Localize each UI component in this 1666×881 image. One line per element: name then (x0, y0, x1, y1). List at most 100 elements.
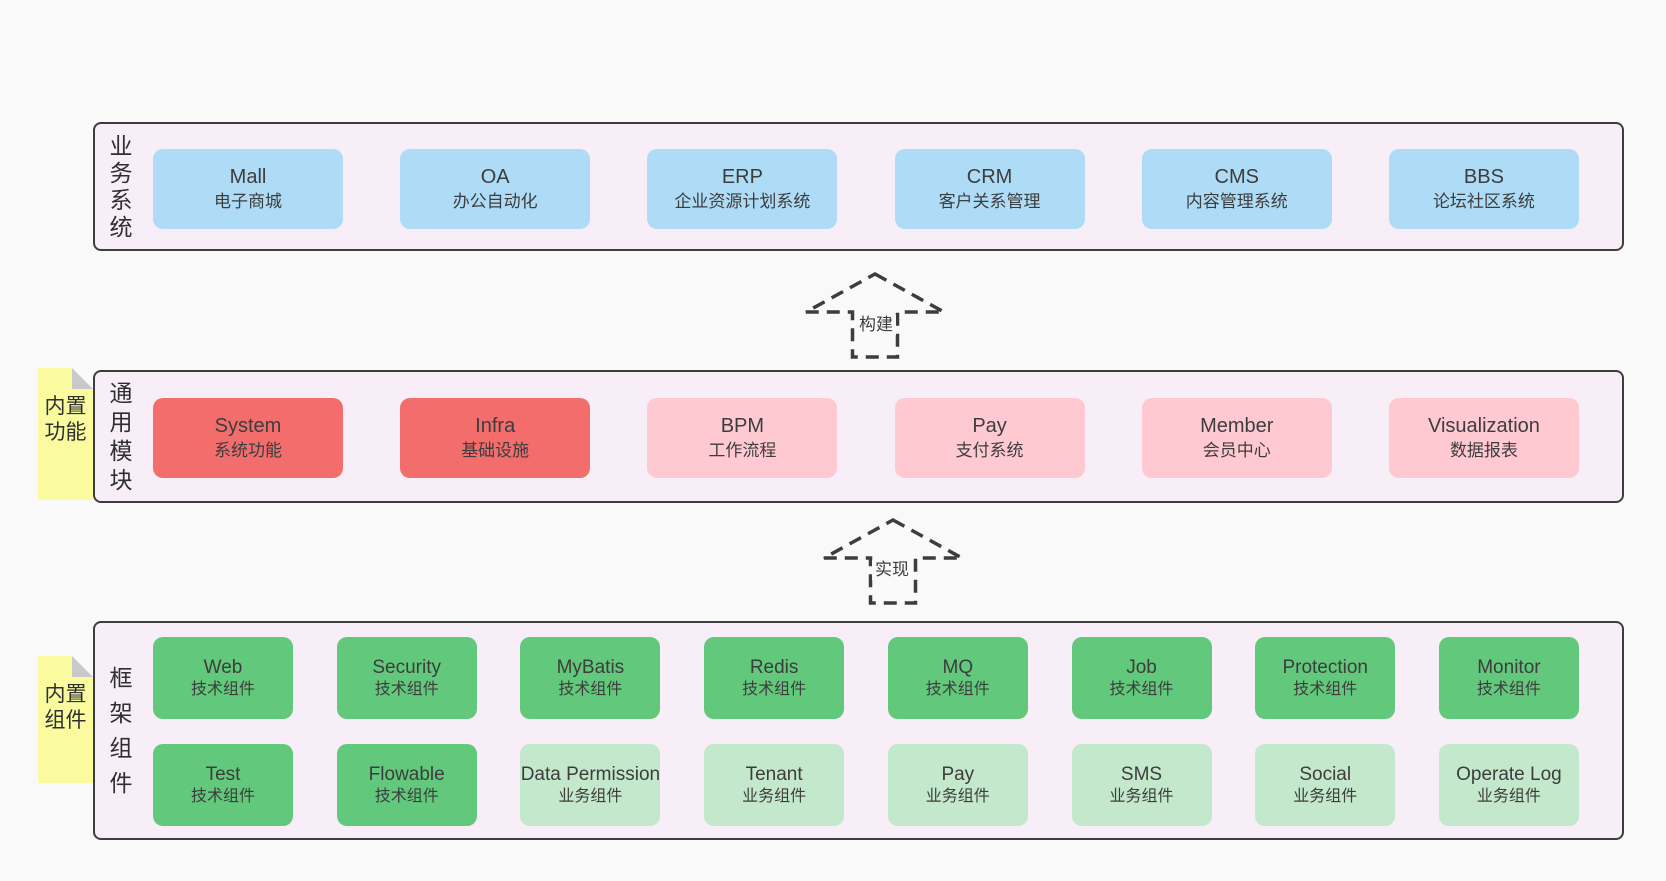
box-title: Pay (941, 763, 975, 785)
box-title: Infra (475, 415, 516, 438)
box-tenant: Tenant 业务组件 (704, 744, 845, 826)
box-operate-log: Operate Log 业务组件 (1438, 744, 1579, 826)
box-subtitle: 业务组件 (1293, 787, 1358, 805)
box-subtitle: 业务组件 (1476, 787, 1541, 805)
box-title: Web (203, 656, 243, 678)
box-mybatis: MyBatis 技术组件 (520, 637, 661, 719)
implement-arrow-label: 实现 (872, 560, 912, 580)
box-title: Visualization (1427, 415, 1540, 438)
box-pay-biz: Pay 业务组件 (887, 744, 1028, 826)
box-member: Member 会员中心 (1141, 398, 1332, 478)
box-social: Social 业务组件 (1255, 744, 1396, 826)
box-title: System (214, 415, 282, 438)
builtin-features-note: 内置功能 (38, 368, 93, 500)
builtin-components-note-text: 内置组件 (44, 683, 87, 732)
box-visualization: Visualization 数据报表 (1388, 398, 1579, 478)
box-redis: Redis 技术组件 (704, 637, 845, 719)
box-subtitle: 客户关系管理 (938, 192, 1041, 212)
box-subtitle: 技术组件 (1476, 680, 1541, 698)
box-title: Job (1126, 656, 1157, 678)
box-job: Job 技术组件 (1071, 637, 1212, 719)
box-subtitle: 技术组件 (374, 787, 439, 805)
box-sms: SMS 业务组件 (1071, 744, 1212, 826)
box-subtitle: 技术组件 (558, 680, 623, 698)
note-folded-corner (72, 368, 93, 389)
box-title: BBS (1463, 166, 1504, 189)
box-subtitle: 办公自动化 (452, 192, 538, 212)
box-data-permission: Data Permission 业务组件 (520, 744, 661, 826)
box-title: Security (372, 656, 442, 678)
box-title: Pay (972, 415, 1007, 438)
box-subtitle: 业务组件 (925, 787, 990, 805)
box-title: Redis (749, 656, 799, 678)
box-subtitle: 技术组件 (742, 680, 807, 698)
framework-biz-row: Test 技术组件 Flowable 技术组件 Data Permission … (153, 744, 1579, 826)
note-folded-corner (72, 656, 93, 677)
builtin-components-note: 内置组件 (38, 656, 93, 783)
builtin-features-note-text: 内置功能 (44, 395, 87, 444)
business-systems-layer: 业务系统 Mall 电子商城 OA 办公自动化 ERP 企业资源计划系统 CRM… (93, 122, 1624, 251)
box-title: Monitor (1477, 656, 1541, 678)
box-subtitle: 支付系统 (955, 441, 1024, 461)
box-subtitle: 内容管理系统 (1185, 192, 1288, 212)
business-layer-label: 业务系统 (109, 132, 133, 240)
box-subtitle: 业务组件 (1109, 787, 1174, 805)
box-bpm: BPM 工作流程 (647, 398, 838, 478)
box-system: System 系统功能 (153, 398, 343, 478)
box-title: Tenant (745, 763, 803, 785)
box-subtitle: 技术组件 (925, 680, 990, 698)
modules-layer-label: 通用模块 (109, 379, 133, 493)
modules-box-row: System 系统功能 Infra 基础设施 BPM 工作流程 Pay 支付系统… (153, 398, 1579, 478)
framework-components-layer: 框架组件 Web 技术组件 Security 技术组件 MyBatis 技术组件… (93, 621, 1624, 840)
box-cms: CMS 内容管理系统 (1141, 149, 1332, 229)
box-subtitle: 技术组件 (190, 787, 255, 805)
box-title: MQ (942, 656, 974, 678)
framework-tech-row: Web 技术组件 Security 技术组件 MyBatis 技术组件 Redi… (153, 637, 1579, 719)
box-mall: Mall 电子商城 (153, 149, 343, 229)
box-monitor: Monitor 技术组件 (1438, 637, 1579, 719)
box-subtitle: 系统功能 (214, 441, 282, 461)
box-title: Member (1200, 415, 1274, 438)
box-security: Security 技术组件 (336, 637, 477, 719)
box-infra: Infra 基础设施 (400, 398, 591, 478)
box-subtitle: 技术组件 (374, 680, 439, 698)
framework-layer-label: 框架组件 (109, 664, 133, 796)
box-title: CMS (1214, 166, 1259, 189)
box-title: ERP (721, 166, 763, 189)
box-title: MyBatis (556, 656, 625, 678)
box-title: BPM (720, 415, 765, 438)
box-subtitle: 技术组件 (190, 680, 255, 698)
box-subtitle: 基础设施 (461, 441, 530, 461)
box-title: Test (205, 763, 241, 785)
box-subtitle: 会员中心 (1202, 441, 1271, 461)
box-title: CRM (966, 166, 1013, 189)
box-subtitle: 企业资源计划系统 (674, 192, 811, 212)
box-title: SMS (1120, 763, 1163, 785)
box-title: Protection (1282, 656, 1368, 678)
box-title: Flowable (368, 763, 445, 785)
box-crm: CRM 客户关系管理 (894, 149, 1085, 229)
box-mq: MQ 技术组件 (887, 637, 1028, 719)
box-protection: Protection 技术组件 (1255, 637, 1396, 719)
box-title: Data Permission (520, 763, 661, 785)
box-subtitle: 技术组件 (1293, 680, 1358, 698)
box-title: Social (1299, 763, 1352, 785)
business-box-row: Mall 电子商城 OA 办公自动化 ERP 企业资源计划系统 CRM 客户关系… (153, 149, 1579, 229)
box-oa: OA 办公自动化 (400, 149, 591, 229)
box-erp: ERP 企业资源计划系统 (647, 149, 838, 229)
box-subtitle: 业务组件 (558, 787, 623, 805)
box-test: Test 技术组件 (153, 744, 293, 826)
build-arrow-label: 构建 (856, 315, 896, 335)
box-title: OA (480, 166, 510, 189)
box-subtitle: 数据报表 (1449, 441, 1518, 461)
box-web: Web 技术组件 (153, 637, 293, 719)
box-pay: Pay 支付系统 (894, 398, 1085, 478)
box-subtitle: 业务组件 (742, 787, 807, 805)
box-subtitle: 工作流程 (708, 441, 777, 461)
box-subtitle: 技术组件 (1109, 680, 1174, 698)
box-subtitle: 电子商城 (214, 192, 282, 212)
box-title: Mall (229, 166, 267, 189)
box-title: Operate Log (1456, 763, 1562, 785)
box-flowable: Flowable 技术组件 (336, 744, 477, 826)
common-modules-layer: 通用模块 System 系统功能 Infra 基础设施 BPM 工作流程 Pay… (93, 370, 1624, 503)
